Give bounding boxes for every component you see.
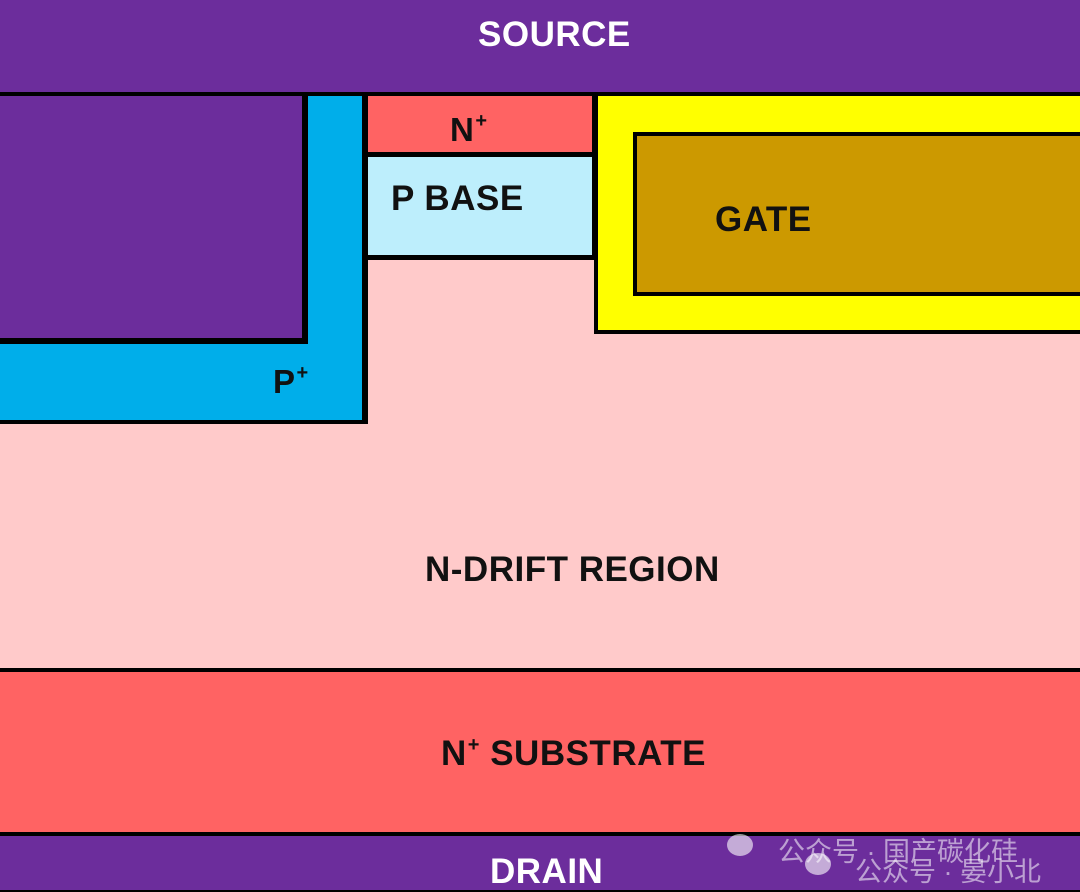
- p-plus-region-horizontal: [0, 344, 362, 420]
- wechat-icon: [727, 834, 753, 856]
- source-contact: [0, 0, 1080, 92]
- source-metal-trench: [0, 96, 302, 338]
- drift-region-middle: [368, 334, 1080, 424]
- n-plus-substrate: [0, 672, 1080, 832]
- n-plus-label: N+: [450, 110, 488, 149]
- wechat-icon-2: [805, 853, 831, 875]
- drift-label: N-DRIFT REGION: [425, 550, 720, 589]
- p-plus-label: P+: [273, 362, 309, 401]
- source-label: SOURCE: [478, 15, 631, 54]
- p-base-region: [368, 157, 592, 255]
- gate-label: GATE: [715, 200, 812, 239]
- n-plus-text: N: [450, 111, 475, 148]
- p-base-label: P BASE: [391, 179, 524, 218]
- drift-region-upper: [368, 260, 594, 334]
- drift-region-lower: [0, 424, 1080, 668]
- substrate-text: SUBSTRATE: [479, 734, 706, 773]
- substrate-sup: +: [467, 734, 480, 756]
- gate-electrode: [637, 136, 1080, 292]
- p-plus-sup: +: [296, 362, 309, 384]
- drain-contact: [0, 836, 1080, 890]
- substrate-label: N+ SUBSTRATE: [441, 734, 706, 774]
- watermark-line2: 公众号 · 晏小北: [855, 857, 1041, 887]
- n-plus-sup: +: [475, 110, 488, 132]
- substrate-n-text: N: [441, 734, 467, 773]
- p-plus-text: P: [273, 363, 296, 400]
- n-plus-source-region: [368, 96, 592, 152]
- drain-label: DRAIN: [490, 852, 604, 891]
